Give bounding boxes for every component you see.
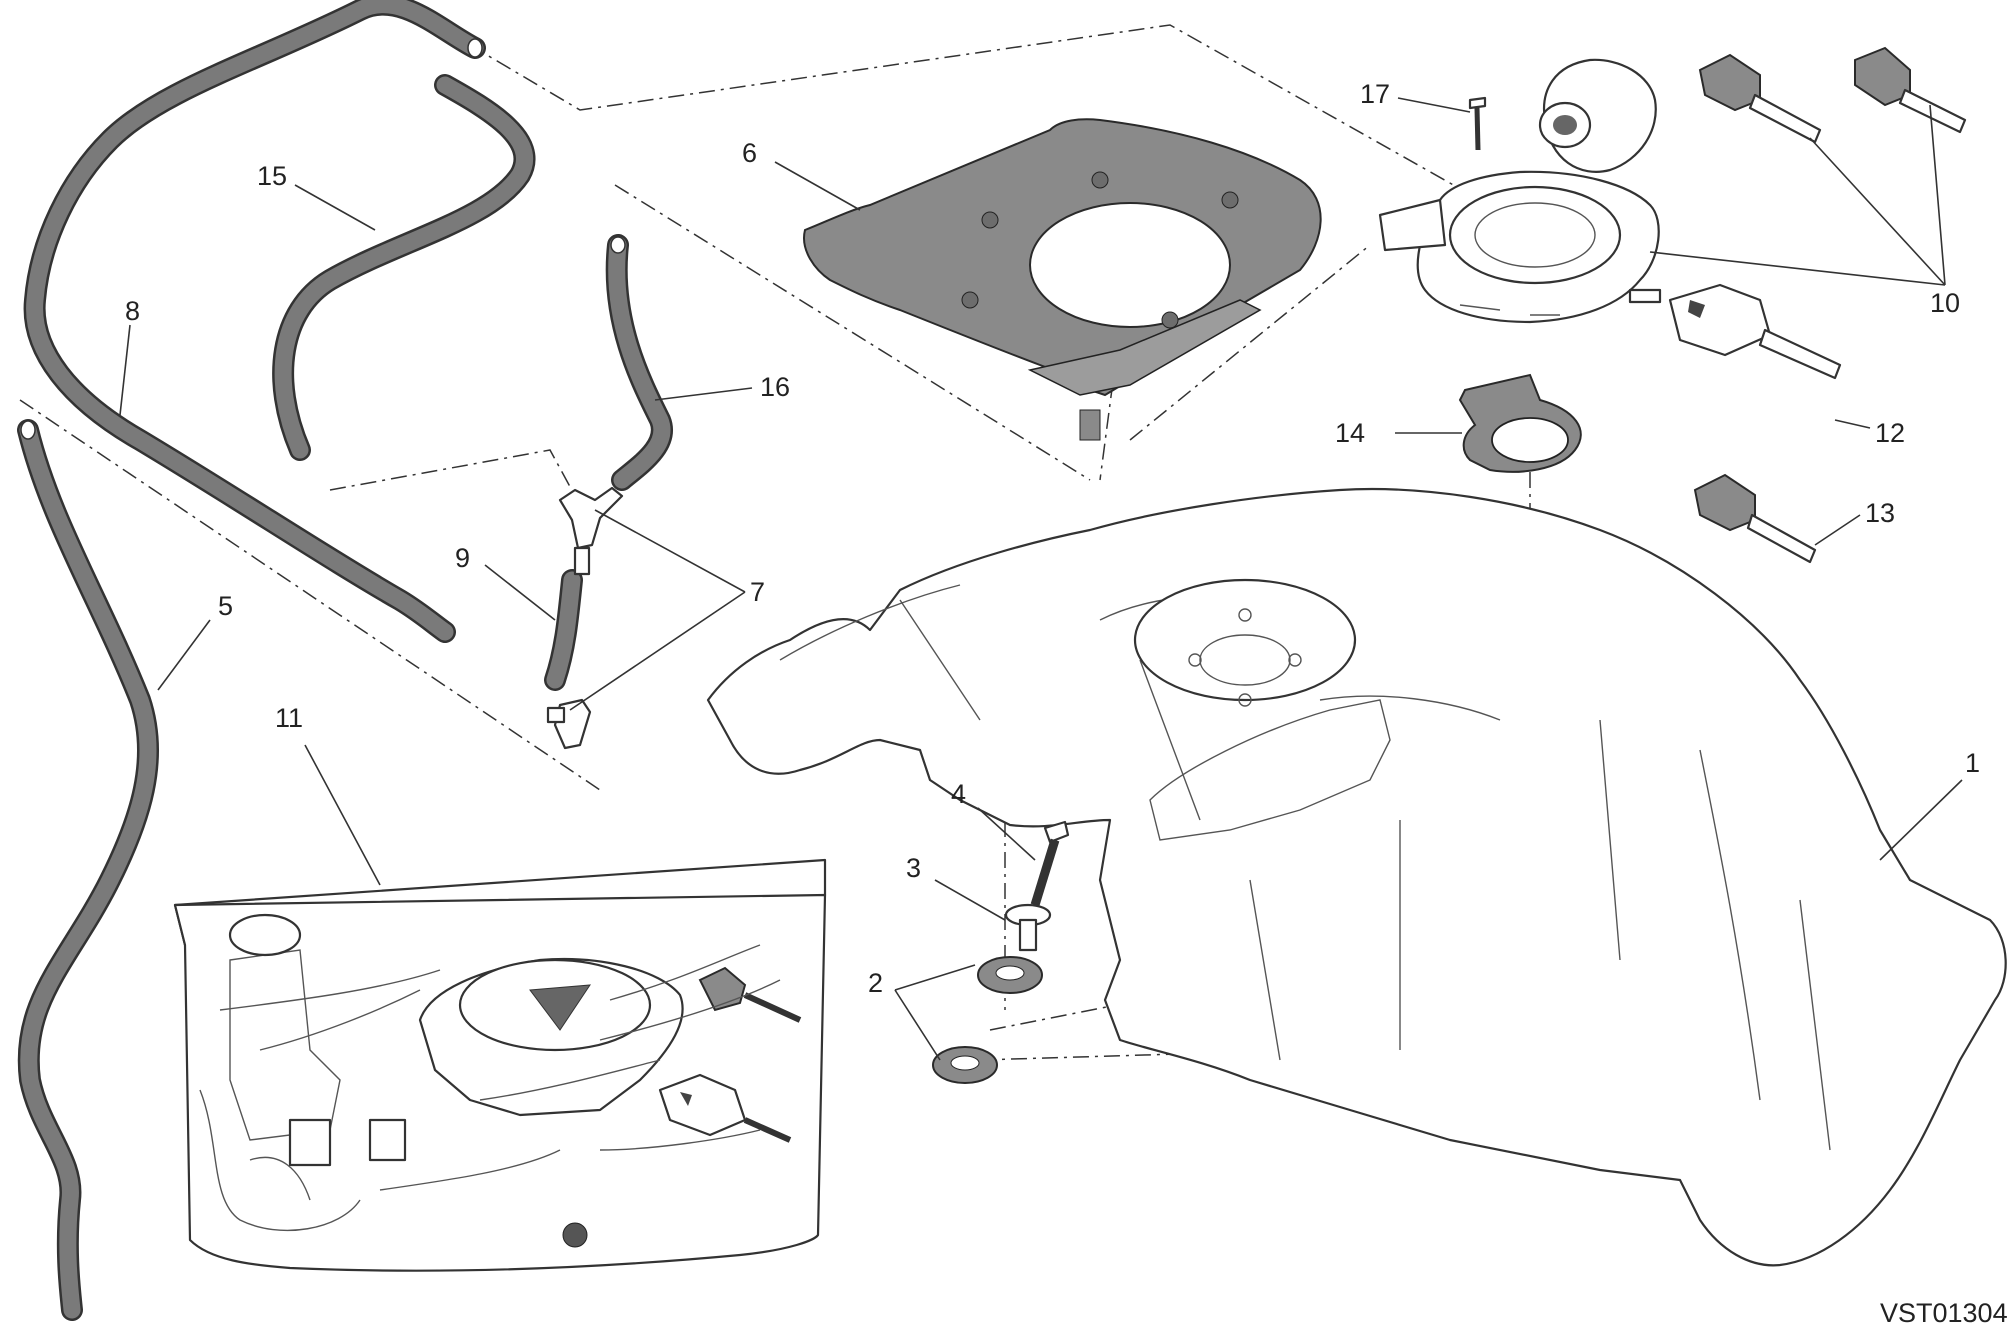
drain-hose-5	[17, 419, 160, 1321]
gasket-14	[1458, 373, 1582, 473]
callout-labels: 1 2 3 4 5 6 7 8 9 10 11 12 13 14 15 16 1…	[125, 79, 1980, 998]
hose-fitting-7	[546, 486, 624, 750]
callout-13: 13	[1865, 498, 1895, 528]
drawing-code: VST01304	[1880, 1298, 2008, 1328]
callout-1: 1	[1965, 748, 1980, 778]
bolt-4	[1030, 820, 1070, 907]
callout-5: 5	[218, 591, 233, 621]
leader-lines	[119, 97, 1963, 1061]
breather-hose-9	[544, 569, 583, 691]
breather-hose-16	[605, 234, 673, 491]
key-10a	[1698, 53, 1822, 144]
breather-hose-8	[23, 0, 486, 643]
callout-6: 6	[742, 138, 757, 168]
callout-8: 8	[125, 296, 140, 326]
callout-4: 4	[951, 779, 966, 809]
callout-16: 16	[760, 372, 790, 402]
inset-kit-11	[173, 858, 827, 1272]
key-10b	[1854, 46, 1967, 134]
callout-17: 17	[1360, 79, 1390, 109]
spacer-3	[1004, 903, 1052, 952]
callout-14: 14	[1335, 418, 1365, 448]
callout-12: 12	[1875, 418, 1905, 448]
callout-15: 15	[257, 161, 287, 191]
callout-9: 9	[455, 543, 470, 573]
key-13	[1693, 473, 1817, 564]
callout-2: 2	[868, 968, 883, 998]
screw-17	[1468, 96, 1487, 151]
callout-10: 10	[1930, 288, 1960, 318]
fuel-filler-cap-10	[1378, 58, 1662, 324]
callout-11: 11	[275, 703, 303, 733]
callout-7: 7	[750, 577, 765, 607]
breather-hose-15	[272, 74, 536, 461]
heat-shield-6	[803, 118, 1322, 441]
callout-3: 3	[906, 853, 921, 883]
key-12	[1668, 283, 1842, 380]
fuel-tank-1	[706, 487, 2007, 1267]
grommet-2a	[977, 956, 1043, 994]
grommet-2b	[932, 1046, 998, 1084]
